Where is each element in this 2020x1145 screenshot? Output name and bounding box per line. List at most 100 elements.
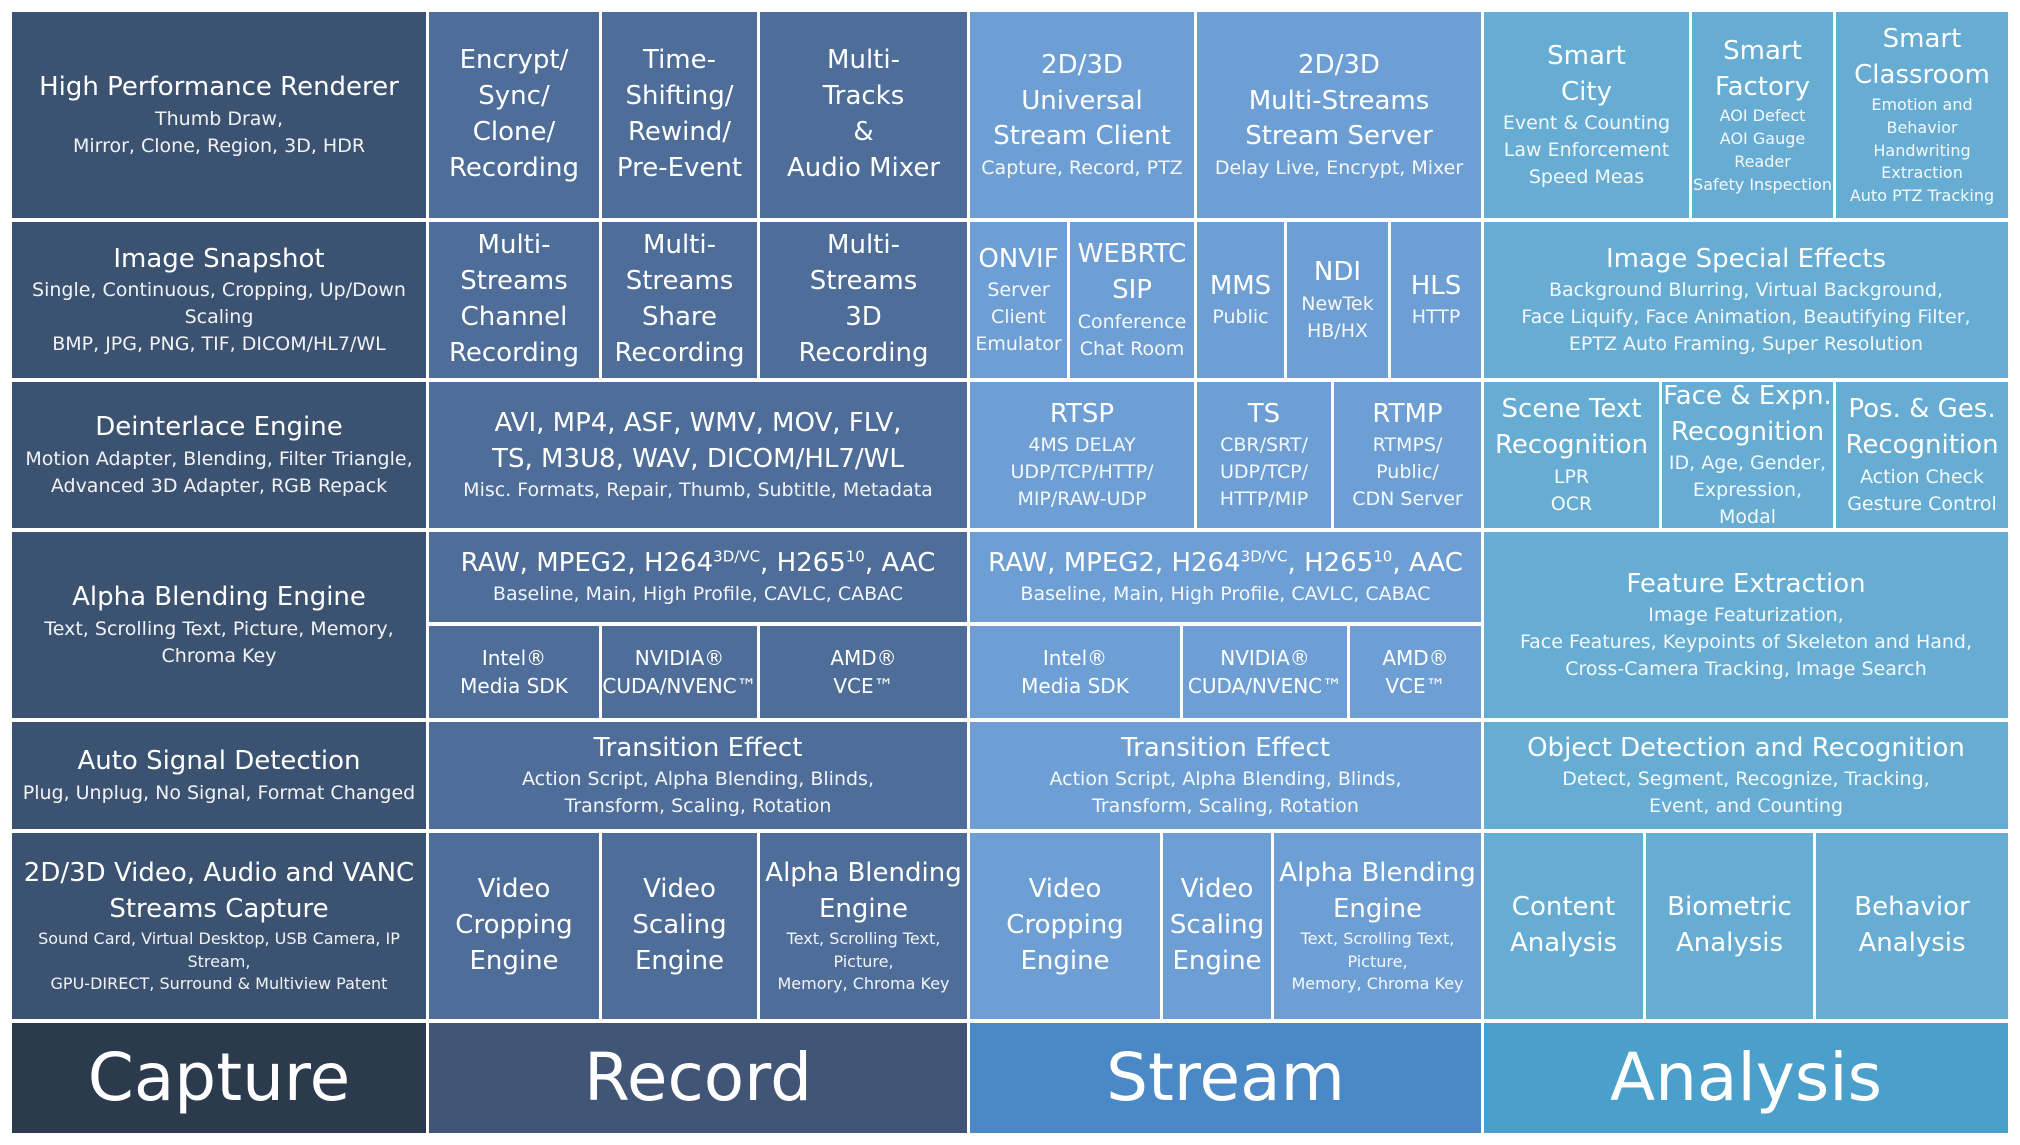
behavior-line: Behavior <box>1854 892 1970 923</box>
nvidia-line: CUDA/NVENC™ <box>1187 674 1343 698</box>
stream-mms: MMS Public <box>1197 222 1284 378</box>
cropping-line: Video <box>1028 874 1102 905</box>
deinterlace-sub: Advanced 3D Adapter, RGB Repack <box>50 474 388 497</box>
pos-sub: Action Check <box>1860 465 1984 488</box>
biometric-line: Analysis <box>1675 928 1784 958</box>
cropping-line: Engine <box>1020 945 1110 976</box>
capture-snapshot: Image Snapshot Single, Continuous, Cropp… <box>12 222 426 378</box>
rtsp-sub: MIP/RAW-UDP <box>1017 488 1147 511</box>
city-title: Smart <box>1547 40 1626 71</box>
alpha-engine-title: Engine <box>818 893 909 924</box>
onvif-sub: Emulator <box>975 333 1062 356</box>
codec-sub: Baseline, Main, High Profile, CAVLC, CAB… <box>492 583 904 606</box>
stream-hls: HLS HTTP <box>1391 222 1481 378</box>
effects-title: Image Special Effects <box>1605 243 1886 274</box>
analysis-feature-extraction: Feature Extraction Image Featurization, … <box>1484 532 2008 718</box>
pos-title: Pos. & Ges. <box>1848 394 1996 425</box>
alpha-sub: Text, Scrolling Text, Picture, Memory, C… <box>44 617 394 667</box>
behavior-line: Analysis <box>1858 928 1966 958</box>
client-line: Stream Client <box>993 121 1171 152</box>
transition-sub: Transform, Scaling, Rotation <box>1092 795 1359 818</box>
transition-sub: Action Script, Alpha Blending, Blinds, <box>522 768 874 791</box>
intel-line: Media SDK <box>460 674 568 698</box>
codec-sup: 10 <box>845 546 865 565</box>
scaling-line: Video <box>643 874 716 905</box>
stream-server: 2D/3D Multi-Streams Stream Server Delay … <box>1197 12 1481 218</box>
alpha-title: Alpha Blending Engine <box>72 582 366 613</box>
snapshot-sub: Single, Continuous, Cropping, Up/Down Sc… <box>32 279 406 329</box>
footer-record-label: Record <box>583 1039 813 1116</box>
multitracks-line: Tracks <box>822 81 905 112</box>
webrtc-title: WEBRTC <box>1077 239 1187 270</box>
client-line: 2D/3D <box>1041 49 1123 80</box>
record-share-recording: Multi- Streams Share Recording <box>602 222 757 378</box>
signal-title: Auto Signal Detection <box>77 746 361 777</box>
analysis-scene-text: Scene Text Recognition LPR OCR <box>1484 382 1659 528</box>
record-encrypt: Encrypt/ Sync/ Clone/ Recording <box>429 12 599 218</box>
record-time-shifting: Time- Shifting/ Rewind/ Pre-Event <box>602 12 757 218</box>
encrypt-line: Clone/ <box>472 117 556 147</box>
factory-sub: Safety Inspection <box>1693 174 1832 194</box>
channel-line: Streams <box>460 266 568 297</box>
analysis-content: Content Analysis <box>1484 833 1643 1019</box>
server-line: 2D/3D <box>1298 49 1380 80</box>
stream-webrtc: WEBRTC SIP Conference Chat Room <box>1070 222 1194 378</box>
signal-sub: Plug, Unplug, No Signal, Format Changed <box>22 781 416 804</box>
multitracks-line: Audio Mixer <box>786 152 941 183</box>
record-formats: AVI, MP4, ASF, WMV, MOV, FLV, TS, M3U8, … <box>429 382 967 528</box>
alpha-engine-title: Alpha Blending <box>1279 858 1476 889</box>
hls-sub: HTTP <box>1411 306 1461 329</box>
alpha-engine-sub: Memory, Chroma Key <box>1291 974 1464 994</box>
intel-line: Intel® <box>1042 646 1108 670</box>
amd-line: VCE™ <box>1385 674 1446 698</box>
analysis-smart-city: Smart City Event & Counting Law Enforcem… <box>1484 12 1689 218</box>
cropping-line: Video <box>477 874 551 905</box>
threed-line: Recording <box>798 337 929 368</box>
classroom-title: Smart <box>1882 24 1962 55</box>
codec-sub: Baseline, Main, High Profile, CAVLC, CAB… <box>1020 583 1431 606</box>
mms-sub: Public <box>1212 306 1269 329</box>
mms-title: MMS <box>1209 270 1272 301</box>
share-line: Multi- <box>643 230 716 261</box>
ndi-title: NDI <box>1313 257 1362 288</box>
face-title: Recognition <box>1670 416 1825 447</box>
face-sub: Expression, Modal <box>1692 479 1803 528</box>
encrypt-line: Recording <box>448 152 580 183</box>
encrypt-line: Sync/ <box>478 81 550 112</box>
amd-line: AMD® <box>830 646 897 670</box>
intel-line: Intel® <box>481 646 547 670</box>
deinterlace-sub: Motion Adapter, Blending, Filter Triangl… <box>25 447 413 470</box>
multitracks-line: Multi- <box>827 45 900 76</box>
analysis-pos-recognition: Pos. & Ges. Recognition Action Check Ges… <box>1836 382 2008 528</box>
scaling-line: Video <box>1180 874 1254 905</box>
stream-scaling: Video Scaling Engine <box>1163 833 1271 1019</box>
ndi-sub: HB/HX <box>1306 319 1369 342</box>
codec-sup: 10 <box>1373 546 1393 565</box>
face-title: Face & Expn. <box>1663 382 1832 411</box>
pos-sub: Gesture Control <box>1847 492 1997 515</box>
city-sub: Law Enforcement <box>1503 139 1670 162</box>
content-line: Content <box>1511 892 1616 923</box>
capture-alpha-blending: Alpha Blending Engine Text, Scrolling Te… <box>12 532 426 718</box>
rtsp-sub: 4MS DELAY <box>1028 434 1136 457</box>
snapshot-title: Image Snapshot <box>113 243 325 274</box>
analysis-image-effects: Image Special Effects Background Blurrin… <box>1484 222 2008 378</box>
record-scaling: Video Scaling Engine <box>602 833 757 1019</box>
vanc-sub: GPU-DIRECT, Surround & Multiview Patent <box>50 974 388 994</box>
scaling-line: Scaling <box>632 910 727 941</box>
timeshift-line: Rewind/ <box>627 117 732 147</box>
codec-text: , H265 <box>760 547 846 578</box>
stream-alpha-engine: Alpha Blending Engine Text, Scrolling Te… <box>1274 833 1481 1019</box>
footer-stream-label: Stream <box>1106 1039 1345 1116</box>
vanc-title: Streams Capture <box>109 893 329 924</box>
ndi-sub: NewTek <box>1301 292 1374 315</box>
stream-codec: RAW, MPEG2, H2643D/VC, H26510, AAC Basel… <box>970 532 1481 622</box>
city-sub: Event & Counting <box>1502 112 1671 135</box>
alpha-engine-sub: Memory, Chroma Key <box>777 974 950 994</box>
object-sub: Detect, Segment, Recognize, Tracking, <box>1562 768 1930 791</box>
analysis-face-recognition: Face & Expn. Recognition ID, Age, Gender… <box>1662 382 1833 528</box>
classroom-title: Classroom <box>1854 60 1990 91</box>
stream-cropping: Video Cropping Engine <box>970 833 1160 1019</box>
ts-sub: UDP/TCP/ <box>1219 461 1308 484</box>
stream-intel: Intel® Media SDK <box>970 626 1180 718</box>
